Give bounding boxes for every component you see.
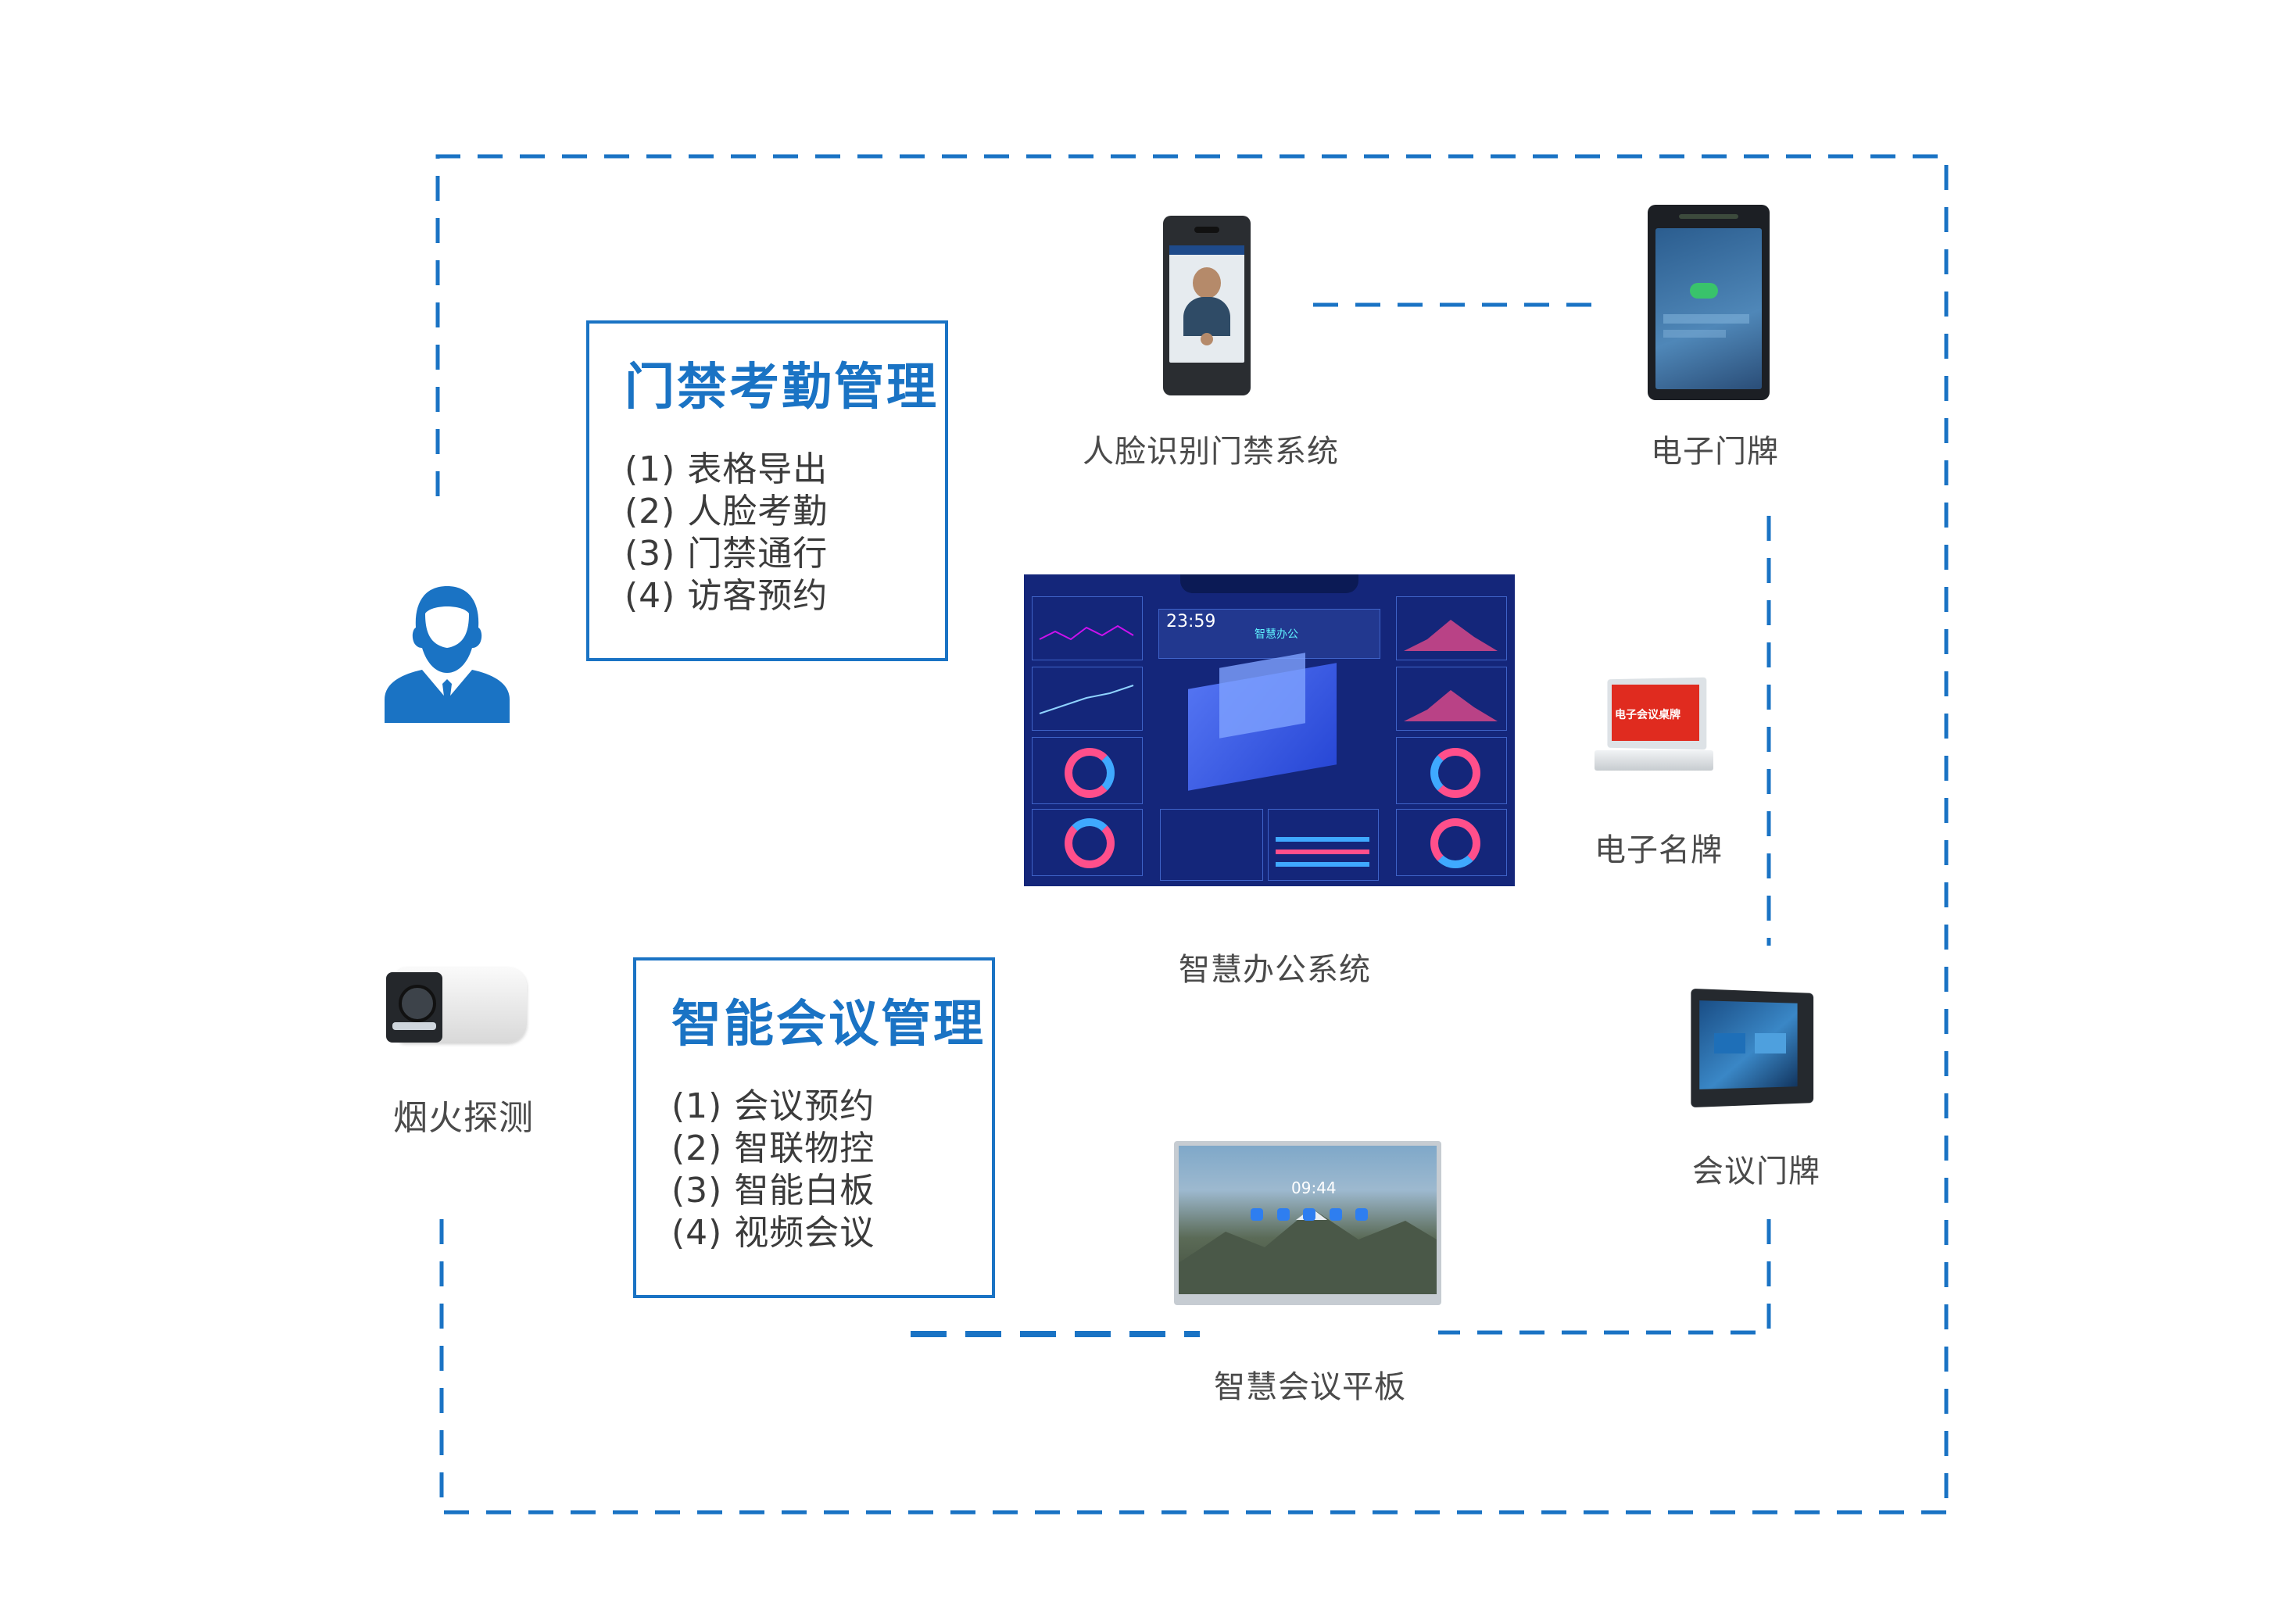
panel-time: 09:44: [1291, 1179, 1337, 1197]
list-item: (1) 表格导出: [625, 449, 829, 489]
list-item: (3) 智能白板: [671, 1171, 875, 1211]
list-item: (3) 门禁通行: [625, 534, 829, 574]
access-box-title: 门禁考勤管理: [625, 359, 939, 417]
list-item: (4) 访客预约: [625, 576, 829, 616]
meeting-box-title: 智能会议管理: [671, 996, 986, 1053]
camera-icon: [381, 964, 530, 1050]
access-management-box: 门禁考勤管理 (1) 表格导出 (2) 人脸考勤 (3) 门禁通行 (4) 访客…: [586, 320, 948, 661]
dashboard-banner: 智慧办公: [1255, 628, 1298, 641]
outer-frame-top: [435, 154, 1949, 1512]
dashboard-icon: 23:59 智慧办公: [1024, 574, 1515, 886]
user-icon: [385, 582, 510, 723]
dashboard-time: 23:59: [1166, 612, 1216, 631]
list-item: (2) 智联物控: [671, 1129, 875, 1168]
inner-right-vertical-lower: [1438, 1219, 1771, 1335]
meeting-door-icon: [1691, 988, 1817, 1108]
list-item: (2) 人脸考勤: [625, 492, 829, 531]
panel-icon: 09:44: [1174, 1141, 1441, 1305]
name-card-icon: 电子会议桌牌: [1595, 677, 1713, 777]
meeting-door-label: 会议门牌: [1692, 1154, 1820, 1189]
face-terminal-icon: [1163, 216, 1251, 395]
access-box-list: (1) 表格导出 (2) 人脸考勤 (3) 门禁通行 (4) 访客预约: [625, 449, 945, 617]
outer-frame-bottom: [439, 1219, 1946, 1515]
name-card-text: 电子会议桌牌: [1615, 709, 1680, 721]
meeting-box-list: (1) 会议预约 (2) 智联物控 (3) 智能白板 (4) 视频会议: [671, 1086, 992, 1254]
smoke-detection-label: 烟火探测: [393, 1098, 534, 1138]
list-item: (1) 会议预约: [671, 1086, 875, 1126]
meeting-management-box: 智能会议管理 (1) 会议预约 (2) 智联物控 (3) 智能白板 (4) 视频…: [633, 957, 995, 1298]
panel-label: 智慧会议平板: [1214, 1369, 1406, 1405]
face-terminal-label: 人脸识别门禁系统: [1083, 434, 1339, 470]
dashboard-label: 智慧办公系统: [1179, 952, 1371, 988]
door-sign-icon: [1648, 205, 1770, 400]
name-card-label: 电子名牌: [1595, 832, 1723, 868]
list-item: (4) 视频会议: [671, 1213, 875, 1253]
door-sign-label: 电子门牌: [1651, 434, 1779, 470]
